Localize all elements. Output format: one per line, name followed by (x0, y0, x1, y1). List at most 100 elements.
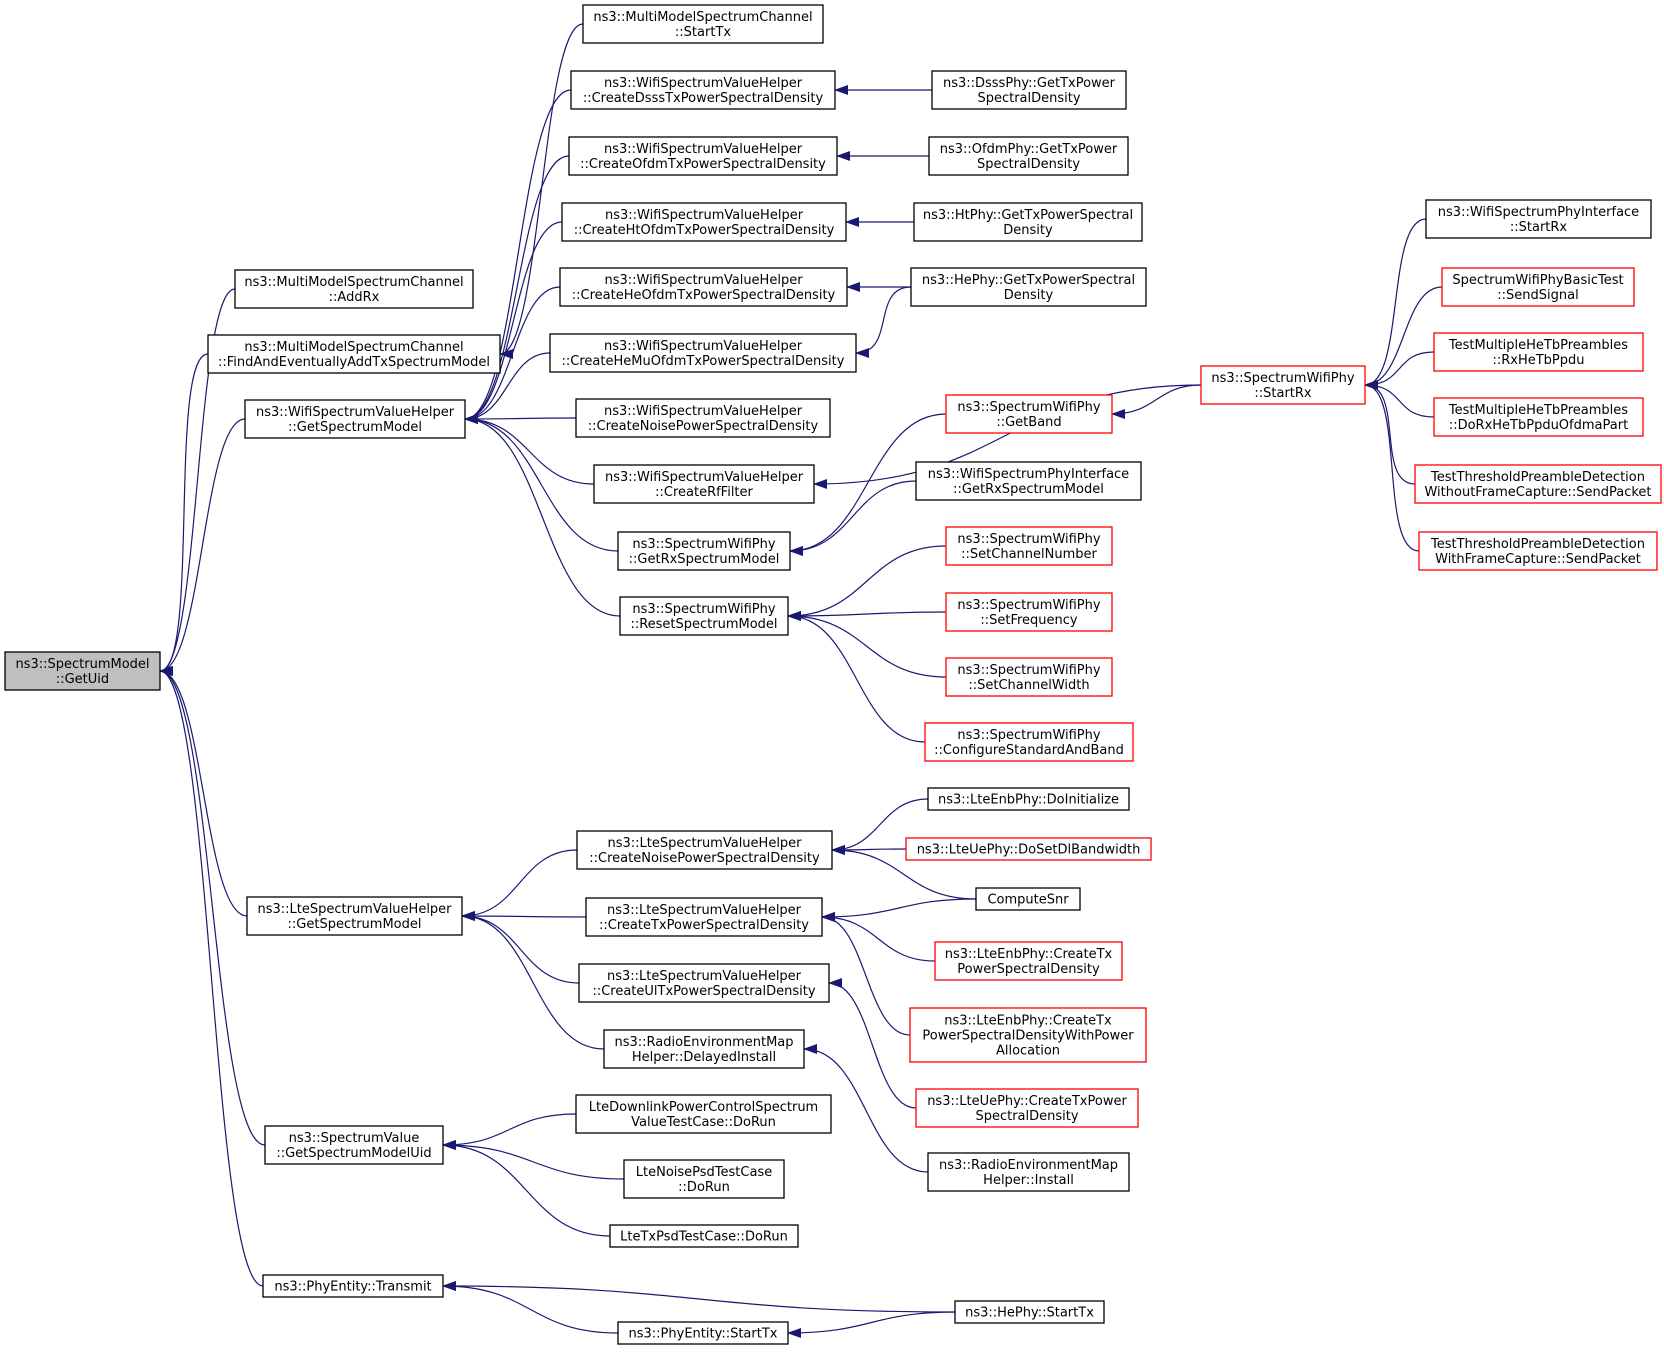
node-n6[interactable]: ns3::PhyEntity::Transmit (262, 1274, 444, 1298)
node-n37[interactable]: ns3::RadioEnvironmentMapHelper::DelayedI… (603, 1029, 805, 1069)
node-n21[interactable]: ns3::SpectrumWifiPhy::GetBand (945, 394, 1113, 434)
node-box[interactable] (924, 722, 1134, 762)
node-box[interactable] (915, 461, 1142, 501)
node-n49[interactable]: ns3::HePhy::StartTx (954, 1300, 1105, 1324)
node-n9[interactable]: ns3::WifiSpectrumValueHelper::CreateOfdm… (568, 136, 838, 176)
node-box[interactable] (561, 202, 847, 242)
node-n39[interactable]: ns3::LteUePhy::DoSetDlBandwidth (905, 837, 1152, 861)
node-box[interactable] (234, 269, 474, 309)
node-box[interactable] (1414, 464, 1662, 504)
node-n42[interactable]: ns3::LteEnbPhy::CreateTxPowerSpectralDen… (909, 1007, 1147, 1063)
node-n27[interactable]: ns3::SpectrumWifiPhy::StartRx (1200, 365, 1366, 405)
node-box[interactable] (623, 1159, 785, 1199)
node-box[interactable] (1433, 397, 1644, 437)
node-n15[interactable]: ns3::SpectrumWifiPhy::GetRxSpectrumModel (617, 531, 791, 571)
node-box[interactable] (578, 963, 830, 1003)
node-box[interactable] (585, 897, 823, 937)
node-n10[interactable]: ns3::WifiSpectrumValueHelper::CreateHtOf… (561, 202, 847, 242)
node-box[interactable] (603, 1029, 805, 1069)
node-box[interactable] (617, 531, 791, 571)
node-n38[interactable]: ns3::LteEnbPhy::DoInitialize (927, 787, 1130, 811)
node-box[interactable] (559, 267, 848, 307)
node-n29[interactable]: SpectrumWifiPhyBasicTest::SendSignal (1441, 267, 1635, 307)
node-n25[interactable]: ns3::SpectrumWifiPhy::SetChannelWidth (945, 657, 1113, 697)
node-box[interactable] (1200, 365, 1366, 405)
node-n31[interactable]: TestMultipleHeTbPreambles::DoRxHeTbPpduO… (1433, 397, 1644, 437)
node-n7[interactable]: ns3::MultiModelSpectrumChannel::StartTx (582, 4, 824, 44)
node-box[interactable] (1425, 199, 1652, 239)
node-box[interactable] (246, 896, 463, 936)
node-n12[interactable]: ns3::WifiSpectrumValueHelper::CreateHeMu… (549, 333, 857, 373)
node-box[interactable] (905, 837, 1152, 861)
node-n16[interactable]: ns3::SpectrumWifiPhy::ResetSpectrumModel (619, 596, 789, 636)
node-n46[interactable]: LteNoisePsdTestCase::DoRun (623, 1159, 785, 1199)
node-box[interactable] (262, 1274, 444, 1298)
node-n32[interactable]: TestThresholdPreambleDetectionWithoutFra… (1414, 464, 1662, 504)
node-box[interactable] (576, 830, 833, 870)
node-box[interactable] (1433, 332, 1644, 372)
node-box[interactable] (207, 334, 501, 374)
node-n13[interactable]: ns3::WifiSpectrumValueHelper::CreateNois… (575, 398, 831, 438)
node-box[interactable] (945, 394, 1113, 434)
node-n24[interactable]: ns3::SpectrumWifiPhy::SetFrequency (945, 592, 1113, 632)
node-n43[interactable]: ns3::LteUePhy::CreateTxPowerSpectralDens… (915, 1088, 1139, 1128)
node-box[interactable] (582, 4, 824, 44)
node-n40[interactable]: ComputeSnr (975, 887, 1081, 911)
node-n8[interactable]: ns3::WifiSpectrumValueHelper::CreateDsss… (570, 70, 836, 110)
node-box[interactable] (4, 651, 161, 691)
node-box[interactable] (909, 1007, 1147, 1063)
node-n0[interactable]: ns3::SpectrumModel::GetUid (4, 651, 161, 691)
node-n1[interactable]: ns3::MultiModelSpectrumChannel::AddRx (234, 269, 474, 309)
node-n14[interactable]: ns3::WifiSpectrumValueHelper::CreateRfFi… (593, 464, 815, 504)
node-box[interactable] (927, 1152, 1130, 1192)
node-box[interactable] (954, 1300, 1105, 1324)
node-box[interactable] (617, 1321, 789, 1345)
node-box[interactable] (945, 657, 1113, 697)
node-box[interactable] (928, 136, 1129, 176)
node-box[interactable] (549, 333, 857, 373)
node-n30[interactable]: TestMultipleHeTbPreambles::RxHeTbPpdu (1433, 332, 1644, 372)
node-box[interactable] (945, 592, 1113, 632)
node-box[interactable] (915, 1088, 1139, 1128)
node-box[interactable] (609, 1224, 799, 1248)
node-n11[interactable]: ns3::WifiSpectrumValueHelper::CreateHeOf… (559, 267, 848, 307)
node-box[interactable] (264, 1125, 444, 1165)
node-box[interactable] (913, 202, 1143, 242)
node-box[interactable] (931, 70, 1127, 110)
node-n34[interactable]: ns3::LteSpectrumValueHelper::CreateNoise… (576, 830, 833, 870)
node-box[interactable] (927, 787, 1130, 811)
node-n4[interactable]: ns3::LteSpectrumValueHelper::GetSpectrum… (246, 896, 463, 936)
node-box[interactable] (619, 596, 789, 636)
node-box[interactable] (910, 267, 1147, 307)
node-n28[interactable]: ns3::WifiSpectrumPhyInterface::StartRx (1425, 199, 1652, 239)
node-n3[interactable]: ns3::WifiSpectrumValueHelper::GetSpectru… (244, 399, 466, 439)
node-n41[interactable]: ns3::LteEnbPhy::CreateTxPowerSpectralDen… (934, 941, 1123, 981)
node-box[interactable] (575, 1094, 832, 1134)
node-box[interactable] (1441, 267, 1635, 307)
node-n36[interactable]: ns3::LteSpectrumValueHelper::CreateUlTxP… (578, 963, 830, 1003)
node-n45[interactable]: LteDownlinkPowerControlSpectrumValueTest… (575, 1094, 832, 1134)
node-n35[interactable]: ns3::LteSpectrumValueHelper::CreateTxPow… (585, 897, 823, 937)
node-box[interactable] (593, 464, 815, 504)
node-box[interactable] (934, 941, 1123, 981)
node-n22[interactable]: ns3::WifiSpectrumPhyInterface::GetRxSpec… (915, 461, 1142, 501)
node-n5[interactable]: ns3::SpectrumValue::GetSpectrumModelUid (264, 1125, 444, 1165)
node-box[interactable] (975, 887, 1081, 911)
node-box[interactable] (1418, 531, 1658, 571)
node-n48[interactable]: ns3::PhyEntity::StartTx (617, 1321, 789, 1345)
node-box[interactable] (568, 136, 838, 176)
node-n26[interactable]: ns3::SpectrumWifiPhy::ConfigureStandardA… (924, 722, 1134, 762)
node-n2[interactable]: ns3::MultiModelSpectrumChannel::FindAndE… (207, 334, 501, 374)
node-n23[interactable]: ns3::SpectrumWifiPhy::SetChannelNumber (945, 526, 1113, 566)
node-box[interactable] (570, 70, 836, 110)
node-box[interactable] (244, 399, 466, 439)
node-box[interactable] (945, 526, 1113, 566)
node-n47[interactable]: LteTxPsdTestCase::DoRun (609, 1224, 799, 1248)
node-n33[interactable]: TestThresholdPreambleDetectionWithFrameC… (1418, 531, 1658, 571)
node-box[interactable] (575, 398, 831, 438)
